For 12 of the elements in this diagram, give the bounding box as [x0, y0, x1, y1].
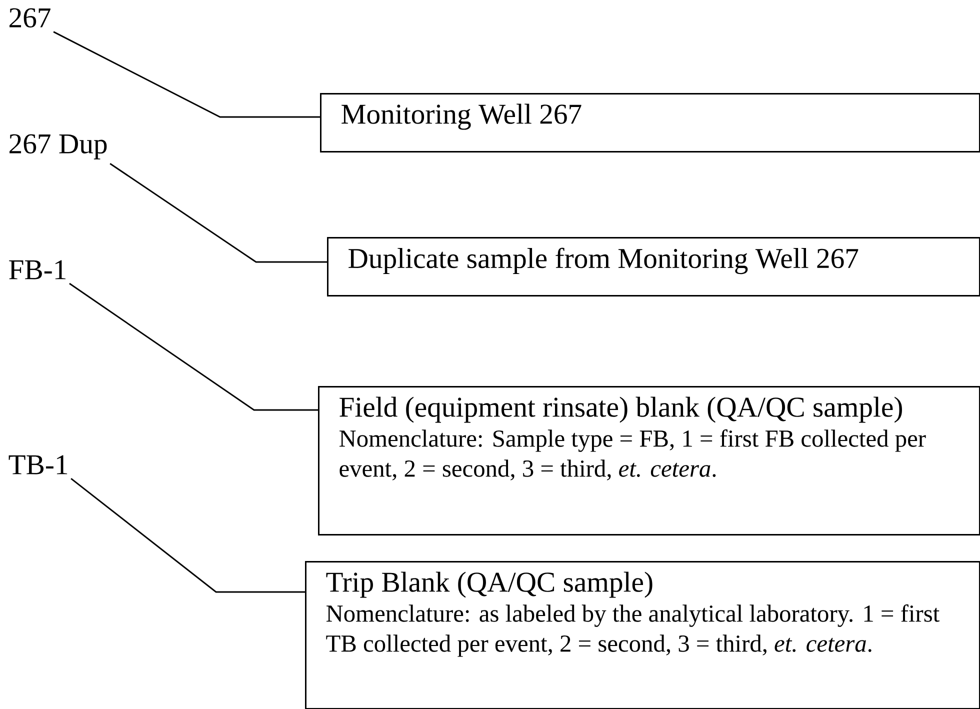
leader-line [69, 282, 318, 411]
leader-line [110, 163, 327, 263]
text-box: Trip Blank (QA/QC sample) Nomenclature: as labeled by the analytical laboratory. 1 = first TB collected per event, 2 = second, 3 = third, et. cetera. [305, 561, 980, 709]
sample-id-label: 267 Dup [10, 134, 107, 160]
leader-line [53, 31, 320, 118]
text-box: Duplicate sample from Monitoring Well 267 [327, 237, 980, 296]
text-box: Field (equipment rinsate) blank (QA/QC sample) Nomenclature: Sample type = FB, 1 = first FB collected per event, 2 = second, 3 = third, et. cetera. [318, 386, 980, 536]
sample-id-label: TB-1 [8, 455, 68, 474]
text-box: Monitoring Well 267 [320, 93, 980, 152]
sample-id-label: 267 [10, 8, 50, 28]
leader-line [70, 478, 305, 593]
sample-id-label: FB-1 [9, 260, 66, 280]
